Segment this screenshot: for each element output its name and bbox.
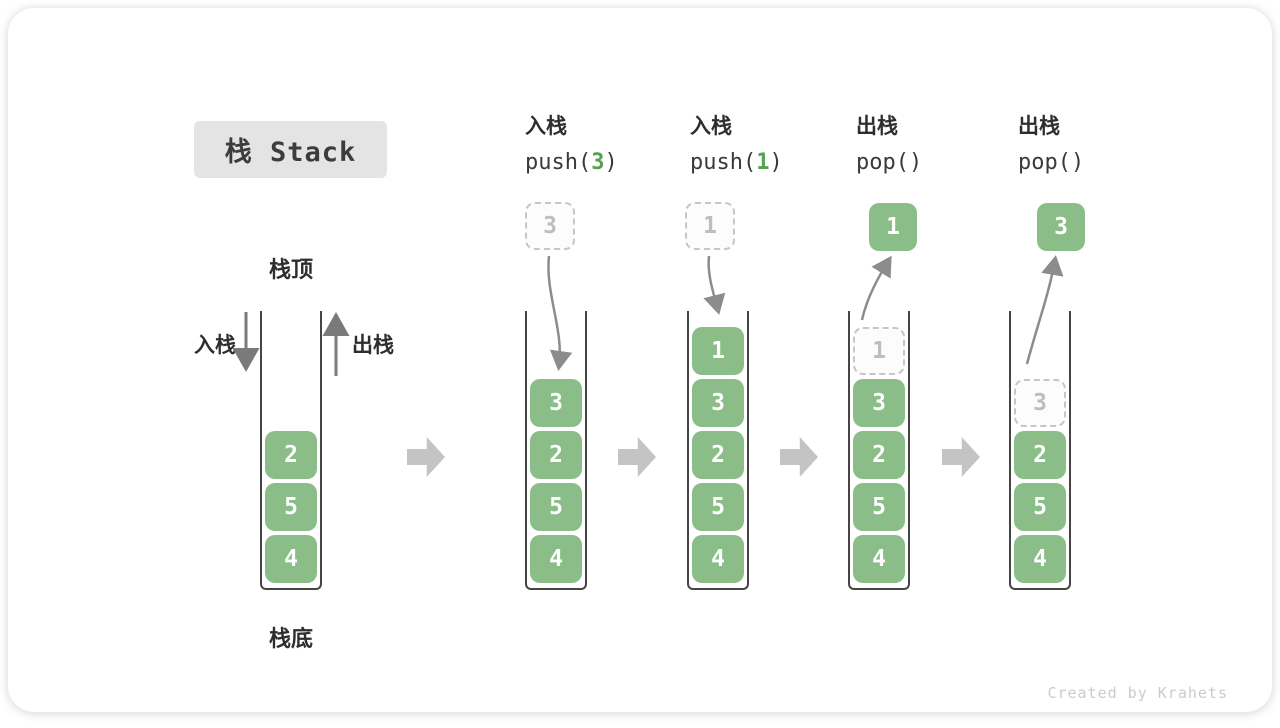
diagram-card: 栈 Stack 入栈 push(3) 入栈 push(1) 出栈 pop() 出…: [8, 8, 1272, 712]
code-suffix: ): [908, 150, 923, 175]
floating-value-box: 1: [869, 203, 917, 251]
flow-arrow-icon: [942, 437, 980, 477]
code-prefix: push(: [525, 150, 592, 175]
code-suffix: ): [1070, 150, 1085, 175]
op-code: pop(): [856, 150, 1006, 175]
stack-cell: 2: [692, 431, 744, 479]
floating-value-box: 3: [525, 202, 575, 250]
stack-cell: 5: [1014, 483, 1066, 531]
stack-cell: 1: [692, 327, 744, 375]
stack-cell: 3: [1014, 379, 1066, 427]
stack-cell: 1: [853, 327, 905, 375]
stack-state-after-pop-3: 3 2 5 4: [1009, 311, 1071, 590]
stack-cell: 5: [265, 483, 317, 531]
op-code: pop(): [1018, 150, 1168, 175]
stack-cell: 3: [853, 379, 905, 427]
stack-state-after-push-3: 3 2 5 4: [525, 311, 587, 590]
stack-cell: 2: [1014, 431, 1066, 479]
stack-state-after-pop-1: 1 3 2 5 4: [848, 311, 910, 590]
op-header-push-3: 入栈 push(3): [525, 114, 675, 175]
op-code: push(1): [690, 150, 840, 175]
op-header-push-1: 入栈 push(1): [690, 114, 840, 175]
op-header-pop-1: 出栈 pop(): [856, 114, 1006, 175]
stack-cell: 5: [853, 483, 905, 531]
op-kind-label: 出栈: [856, 114, 898, 138]
flow-arrow-icon: [780, 437, 818, 477]
floating-value-box: 3: [1037, 203, 1085, 251]
code-prefix: pop(: [856, 150, 909, 175]
watermark: Created by Krahets: [1047, 684, 1228, 702]
stack-cell: 4: [530, 535, 582, 583]
title-badge: 栈 Stack: [194, 121, 387, 178]
stack-state-after-push-1: 1 3 2 5 4: [687, 311, 749, 590]
code-prefix: pop(: [1018, 150, 1071, 175]
push-label: 入栈: [194, 333, 236, 357]
stack-cell: 4: [853, 535, 905, 583]
stack-cell: 3: [530, 379, 582, 427]
stack-cell: 5: [692, 483, 744, 531]
stack-bottom-label: 栈底: [268, 627, 313, 652]
op-code: push(3): [525, 150, 675, 175]
title-text: 栈 Stack: [224, 137, 357, 168]
push-1-curve-arrow-icon: [703, 255, 726, 315]
code-prefix: push(: [690, 150, 757, 175]
stack-top-label: 栈顶: [268, 258, 313, 283]
stack-cell: 2: [265, 431, 317, 479]
op-kind-label: 入栈: [525, 114, 567, 138]
stack-cell: 2: [530, 431, 582, 479]
floating-value-box: 1: [685, 202, 735, 250]
pop-label: 出栈: [352, 333, 394, 357]
code-suffix: ): [604, 150, 618, 175]
code-suffix: ): [769, 150, 783, 175]
flow-arrow-icon: [618, 437, 656, 477]
op-kind-label: 出栈: [1018, 114, 1060, 138]
stack-cell: 5: [530, 483, 582, 531]
stack-cell: 4: [692, 535, 744, 583]
stack-state-initial: 2 5 4: [260, 311, 322, 590]
stack-cell: 4: [265, 535, 317, 583]
flow-arrow-icon: [407, 437, 445, 477]
stack-cell: 3: [692, 379, 744, 427]
op-header-pop-2: 出栈 pop(): [1018, 114, 1168, 175]
code-arg: 1: [756, 150, 770, 175]
op-kind-label: 入栈: [690, 114, 732, 138]
code-arg: 3: [591, 150, 605, 175]
stack-cell: 2: [853, 431, 905, 479]
stack-cell: 4: [1014, 535, 1066, 583]
